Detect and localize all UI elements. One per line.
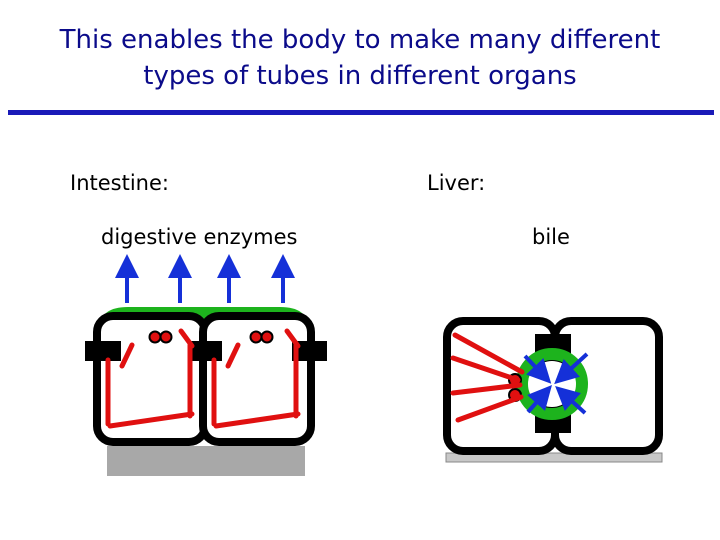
slide-title: This enables the body to make many diffe… xyxy=(0,22,720,94)
intestine-epithelium xyxy=(85,254,327,476)
liver-cytoskeleton xyxy=(450,332,525,423)
liver-caption: bile xyxy=(532,225,570,249)
secretion-arrow xyxy=(523,354,552,384)
junction-dot xyxy=(249,330,263,344)
intestine-junction-dots xyxy=(148,330,274,344)
title-line-2: types of tubes in different organs xyxy=(143,61,577,91)
liver-basement-membrane xyxy=(445,452,663,463)
secretion-arrow xyxy=(526,385,552,414)
junction-dot xyxy=(159,330,173,344)
intestine-cytoskeleton-right xyxy=(211,328,301,429)
secretion-arrow xyxy=(554,352,589,385)
secretion-arrow xyxy=(555,385,587,415)
intestine-caption: digestive enzymes xyxy=(101,225,298,249)
liver-hepatocytes xyxy=(443,317,663,463)
intestine-cytoskeleton-left xyxy=(105,328,195,429)
intestine-junction-block-middle xyxy=(188,341,222,361)
title-line-1: This enables the body to make many diffe… xyxy=(59,25,661,55)
intestine-cell-right xyxy=(199,312,315,446)
intestine-junction-block-right xyxy=(292,341,327,361)
liver-heading: Liver: xyxy=(427,171,486,195)
title-divider xyxy=(8,110,714,115)
intestine-junction-block-left xyxy=(85,341,121,361)
bile-secretion-arrows xyxy=(523,352,589,415)
junction-dot xyxy=(260,330,274,344)
intestine-basement-membrane xyxy=(107,446,305,476)
junction-dot xyxy=(148,330,162,344)
enzyme-secretion-arrows xyxy=(115,254,295,303)
intestine-heading: Intestine: xyxy=(70,171,169,195)
